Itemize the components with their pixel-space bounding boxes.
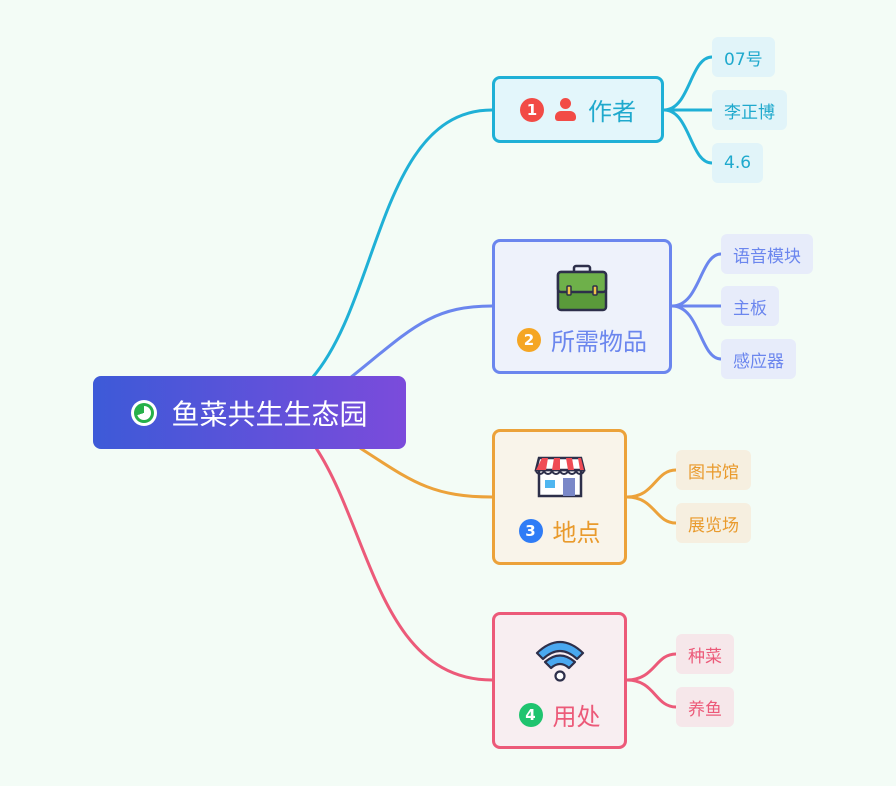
leaf-node[interactable]: 感应器	[721, 339, 796, 379]
leaf-node[interactable]: 07号	[712, 37, 775, 77]
leaf-node[interactable]: 图书馆	[676, 450, 751, 490]
link-location-leaf-1	[626, 468, 677, 499]
link-root-materials	[349, 304, 493, 380]
shop-icon	[533, 456, 586, 498]
link-root-author	[310, 108, 493, 379]
link-root-location	[359, 446, 493, 499]
leaf-node[interactable]: 展览场	[676, 503, 751, 543]
branch-materials[interactable]: 2 所需物品	[492, 239, 672, 374]
pie-progress-icon	[131, 399, 158, 426]
branch-label: 用处	[552, 703, 601, 731]
number-badge: 3	[518, 518, 543, 543]
person-icon	[554, 97, 576, 122]
number-badge: 2	[517, 327, 541, 352]
branch-author[interactable]: 1 作者	[492, 76, 664, 143]
link-author-leaf-1	[663, 55, 713, 112]
branch-location[interactable]: 3 地点	[492, 429, 627, 565]
wifi-icon	[535, 640, 584, 682]
link-author-leaf-3	[663, 108, 713, 165]
link-materials-leaf-3	[671, 304, 722, 361]
branch-label: 所需物品	[551, 328, 647, 356]
briefcase-icon	[556, 264, 608, 312]
leaf-node[interactable]: 种菜	[676, 634, 734, 674]
root-label: 鱼菜共生生态园	[171, 397, 368, 431]
link-location-leaf-2	[626, 495, 677, 525]
leaf-node[interactable]: 主板	[721, 286, 779, 326]
number-badge: 4	[518, 702, 543, 727]
leaf-node[interactable]: 养鱼	[676, 687, 734, 727]
leaf-node[interactable]: 4.6	[712, 143, 764, 183]
link-materials-leaf-1	[671, 252, 722, 308]
leaf-node[interactable]: 李正博	[712, 90, 787, 130]
branch-label: 地点	[552, 519, 601, 547]
number-badge: 1	[520, 97, 544, 122]
root-node[interactable]: 鱼菜共生生态园	[93, 376, 406, 449]
link-root-usage	[314, 447, 493, 682]
link-usage-leaf-2	[626, 678, 677, 709]
link-usage-leaf-1	[626, 652, 677, 682]
branch-label: 作者	[588, 98, 636, 126]
leaf-node[interactable]: 语音模块	[721, 234, 813, 274]
branch-usage[interactable]: 4 用处	[492, 612, 627, 749]
